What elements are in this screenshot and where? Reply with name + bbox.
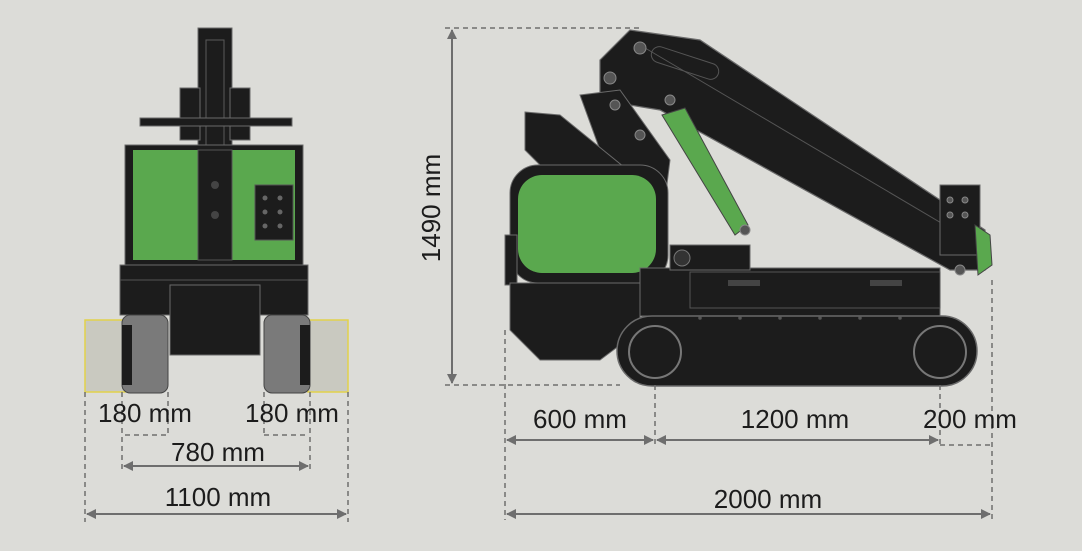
side-boom-green-strip [661, 107, 749, 236]
side-chassis-deck [639, 267, 941, 317]
front-track-extension-right [307, 319, 349, 393]
side-track [616, 315, 978, 387]
side-boom-tip-green [974, 224, 993, 276]
side-guide-lines [445, 27, 993, 520]
front-guide-lines [84, 392, 349, 522]
side-view: 1490 mm 600 mm 1200 mm 200 mm 2000 mm [416, 27, 1017, 520]
front-inner-width-label: 780 mm [171, 437, 265, 467]
side-height-label: 1490 mm [416, 154, 446, 262]
front-track-width-left-label: 180 mm [98, 398, 192, 428]
front-track-width-right-label: 180 mm [245, 398, 339, 428]
side-track-length-label: 1200 mm [741, 404, 849, 434]
front-track-extension-left [84, 319, 126, 393]
side-rear-wheel [913, 325, 967, 379]
side-total-length-label: 2000 mm [714, 484, 822, 514]
side-rear-section-label: 200 mm [923, 404, 1017, 434]
side-green-panel [518, 175, 656, 273]
side-front-wheel [628, 325, 682, 379]
side-front-section-label: 600 mm [533, 404, 627, 434]
front-total-width-label: 1100 mm [165, 482, 271, 512]
front-view: 180 mm 180 mm 780 mm 1100 mm [84, 27, 349, 522]
